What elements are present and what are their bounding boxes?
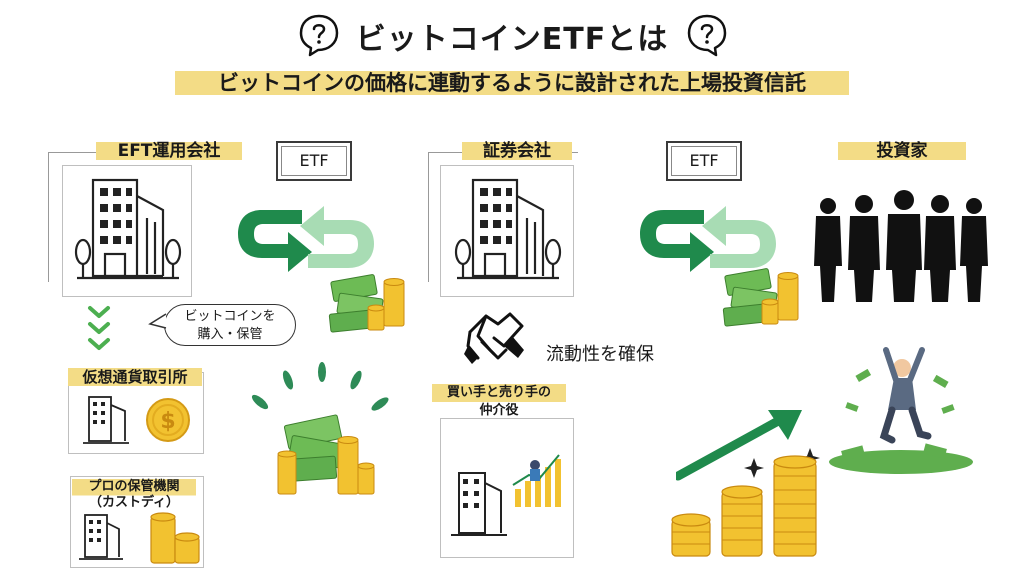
cash-and-coins-icon-right <box>722 268 799 327</box>
happy-investor-icon <box>829 347 973 474</box>
securities-label: 証券会社 <box>462 138 572 164</box>
bubble-tail <box>148 313 167 329</box>
cash-and-coins-icon-left <box>328 274 405 333</box>
bank-building-icon <box>83 396 129 444</box>
svg-text:$: $ <box>160 409 175 434</box>
investors-silhouette-icon <box>814 190 988 302</box>
exchange-arrows-icon-left <box>238 206 374 272</box>
office-building-icon <box>74 178 182 280</box>
growth-chart-icon <box>512 454 561 507</box>
gold-coin-icon: $ <box>146 398 190 442</box>
rising-arrow-icon <box>676 410 802 481</box>
exchange-arrows-icon-right <box>640 206 776 272</box>
etf-box-left: ETF <box>276 141 352 181</box>
bubble-line-1: ビットコインを <box>184 309 276 324</box>
operator-label: EFT運用会社 <box>96 138 242 164</box>
broker-card <box>440 418 574 558</box>
office-building-small-icon <box>79 514 123 560</box>
growing-coin-stacks-icon <box>671 455 817 557</box>
buy-and-store-bubble: ビットコインを 購入・保管 <box>164 304 296 346</box>
etf-box-right: ETF <box>666 141 742 181</box>
office-building-small-icon-center <box>451 472 507 536</box>
handshake-icon <box>464 312 524 364</box>
liquidity-text: 流動性を確保 <box>546 344 654 365</box>
question-bubble-icon-right <box>687 14 727 57</box>
broker-role-label: 買い手と売り手の 仲介役 <box>432 384 566 420</box>
bubble-line-2: 購入・保管 <box>197 327 263 342</box>
page-subtitle: ビットコインの価格に連動するように設計された上場投資信託 <box>175 66 849 100</box>
money-burst-icon <box>251 362 389 495</box>
exchange-label: 仮想通貨取引所 <box>68 364 202 390</box>
question-bubble-icon-left <box>299 14 339 57</box>
operator-card <box>62 165 192 297</box>
investors-label: 投資家 <box>838 138 966 164</box>
office-building-icon-center <box>454 178 562 280</box>
page-title: ビットコインETFとは <box>355 22 669 57</box>
securities-card <box>440 165 574 297</box>
custody-label: プロの保管機関 （カストディ） <box>72 479 196 511</box>
coin-stack-icon <box>150 512 200 564</box>
chevron-down-icon <box>88 306 110 350</box>
